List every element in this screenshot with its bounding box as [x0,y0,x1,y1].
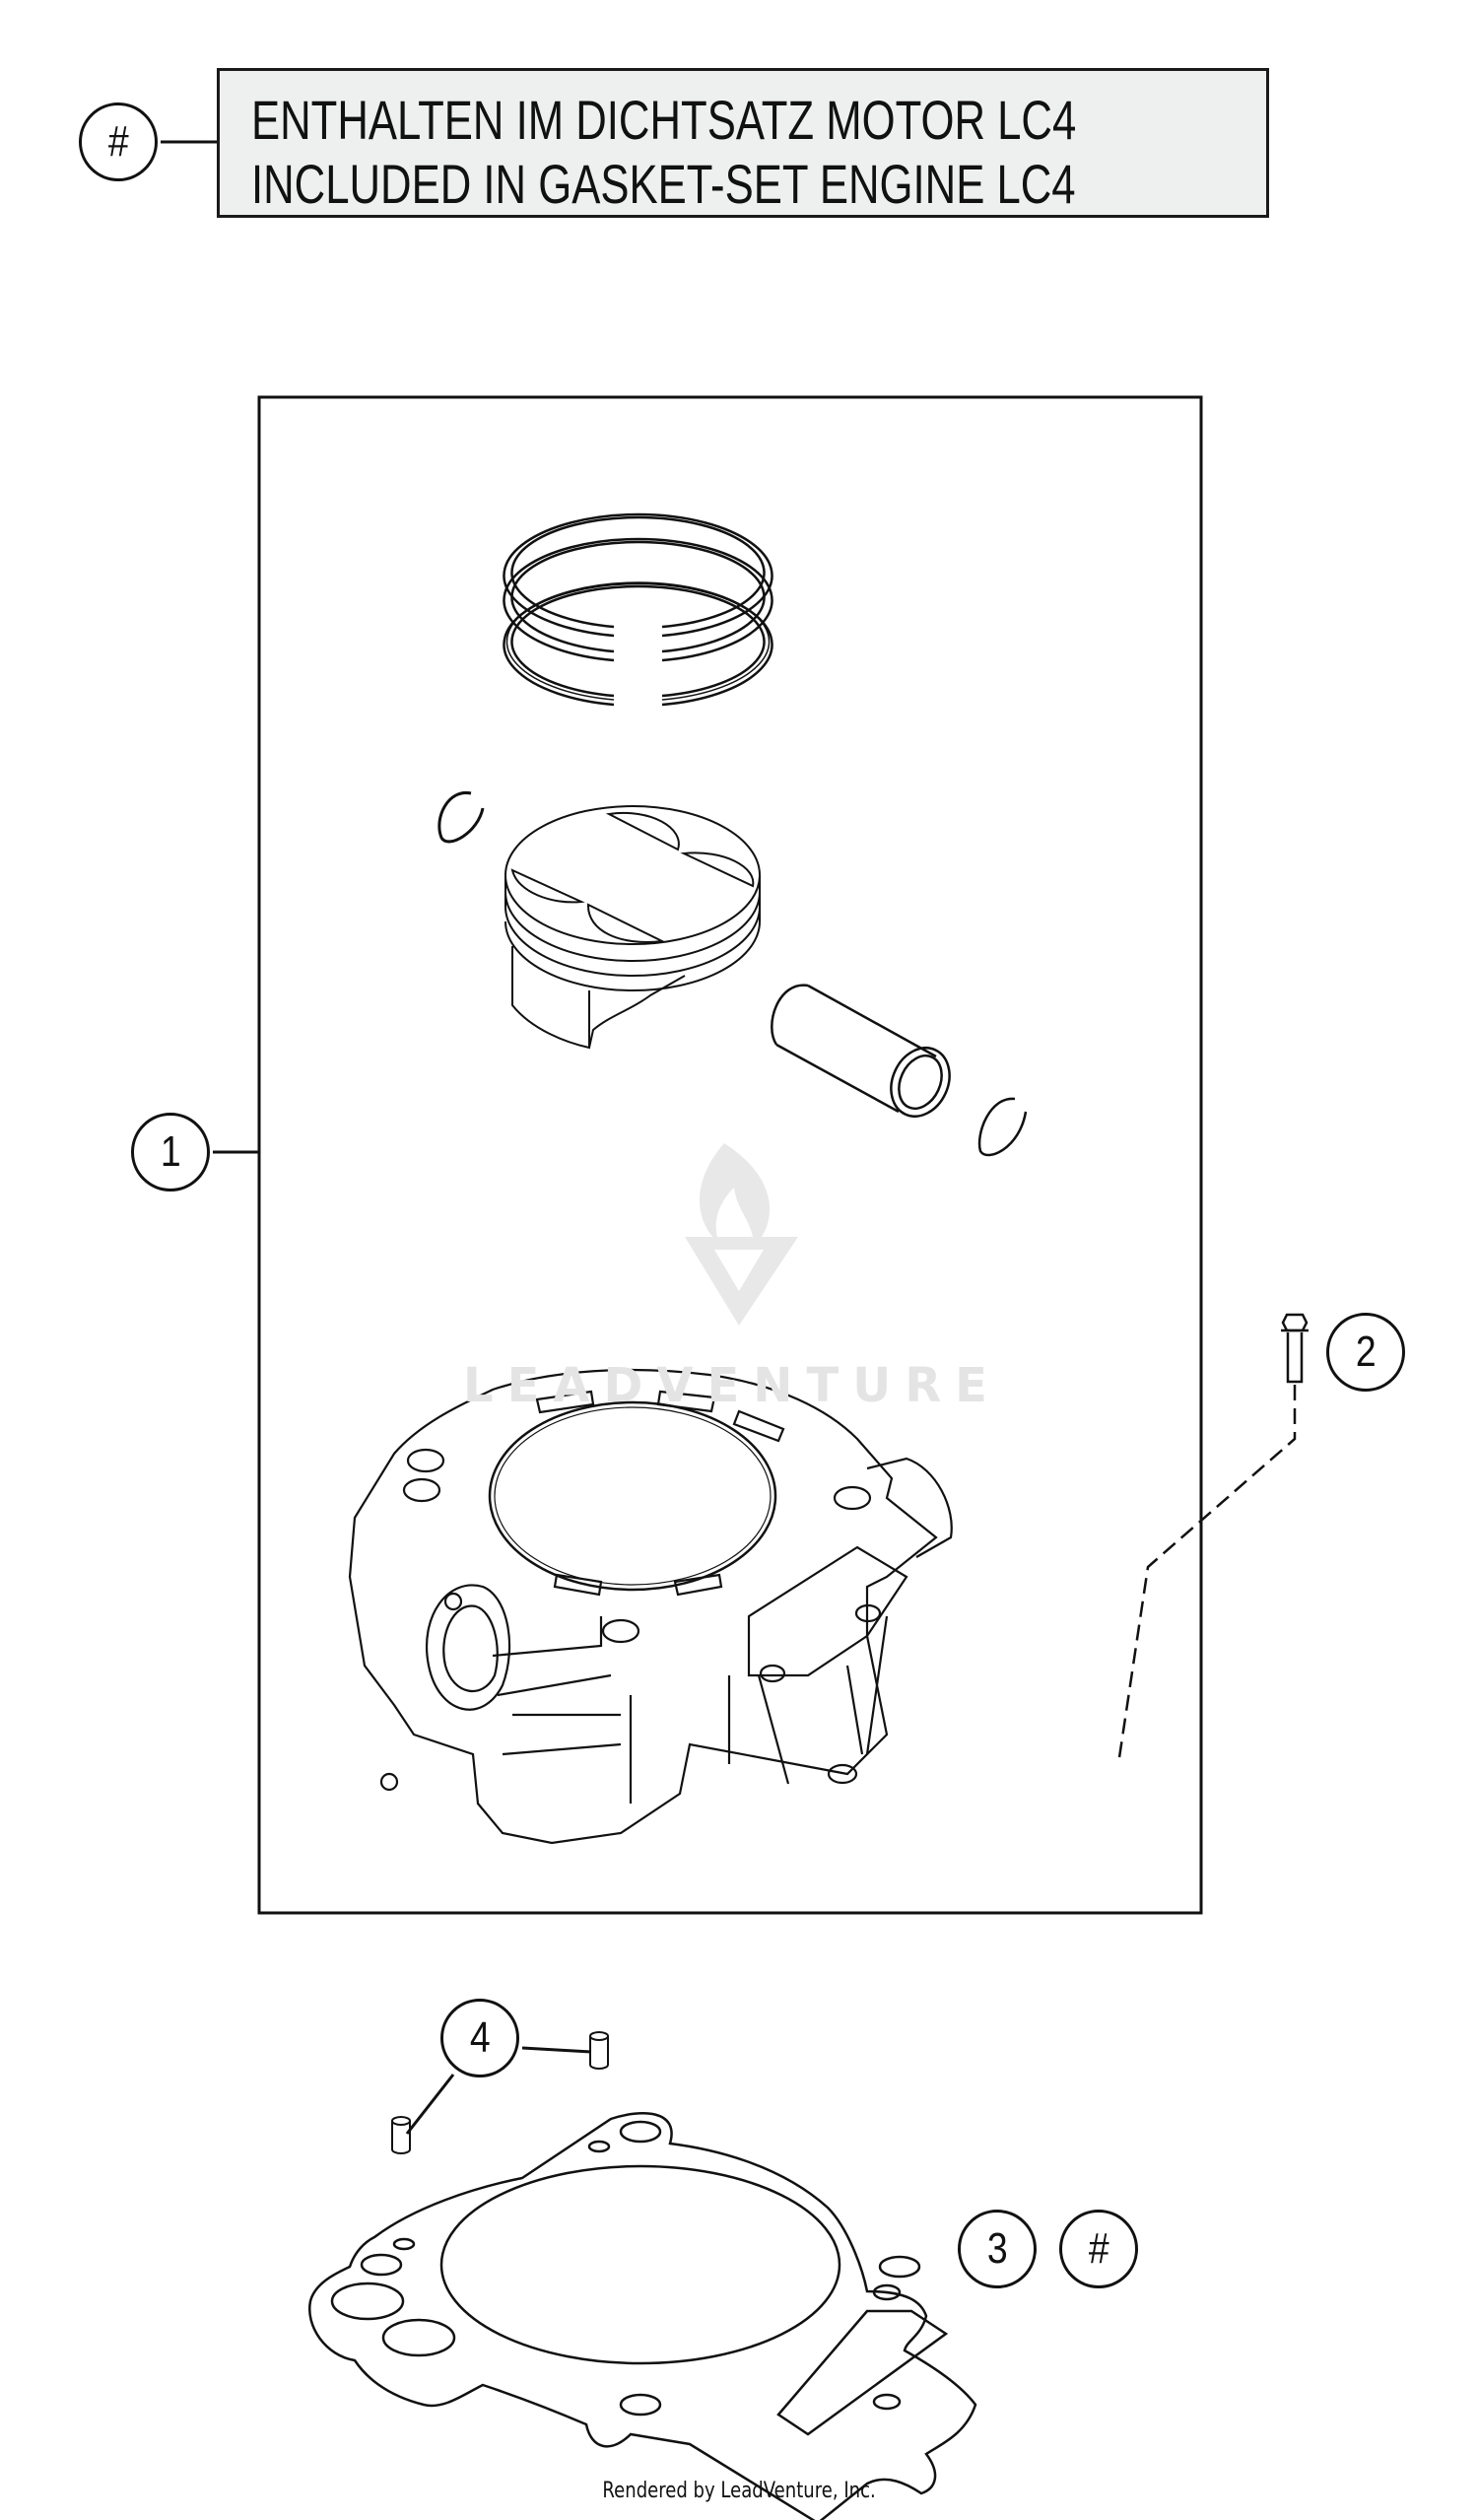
circlip-icon [977,1097,1028,1157]
callout-4-leader [405,2074,455,2135]
cylinder-icon [348,1368,953,1845]
gasket-icon [307,2112,977,2520]
piston-rings-icon [503,512,773,707]
footer-credit-text: Rendered by LeadVenture, Inc. [602,2479,876,2503]
legend-text-german: ENTHALTEN IM DICHTSATZ MOTOR LC4 [251,89,1077,151]
legend-hash-symbol: # [107,117,129,166]
dowel-pin-icon [391,2031,609,2154]
callout-3[interactable]: 3 [958,2210,1037,2288]
circlip-icon [437,791,485,844]
callout-1-label: 1 [160,1127,181,1176]
gasket-set-hash-symbol: # [1088,2224,1109,2273]
callout-2-label: 2 [1355,1328,1377,1376]
bolt-icon [1281,1313,1309,1384]
callout-4[interactable]: 4 [440,1999,519,2077]
piston-pin-icon [771,984,951,1118]
legend-hash-callout: # [79,102,158,181]
gasket-set-hash-callout: # [1059,2210,1138,2288]
watermark-text: LEADVENTURE [463,1358,1001,1413]
piston-icon [504,805,761,1050]
callout-4-label: 4 [469,2013,491,2062]
callout-2[interactable]: 2 [1326,1313,1405,1392]
callout-1[interactable]: 1 [131,1113,210,1192]
callout-3-label: 3 [986,2224,1008,2273]
callout-4-leader [521,2046,592,2054]
legend-box: ENTHALTEN IM DICHTSATZ MOTOR LC4 INCLUDE… [217,68,1269,218]
kit-frame [257,395,1203,1915]
bolt-leader-line [1116,1385,1297,1765]
watermark-logo-icon [685,1143,798,1326]
legend-text-english: INCLUDED IN GASKET-SET ENGINE LC4 [251,153,1076,215]
footer-credit: Rendered by LeadVenture, Inc. [0,2479,1478,2503]
